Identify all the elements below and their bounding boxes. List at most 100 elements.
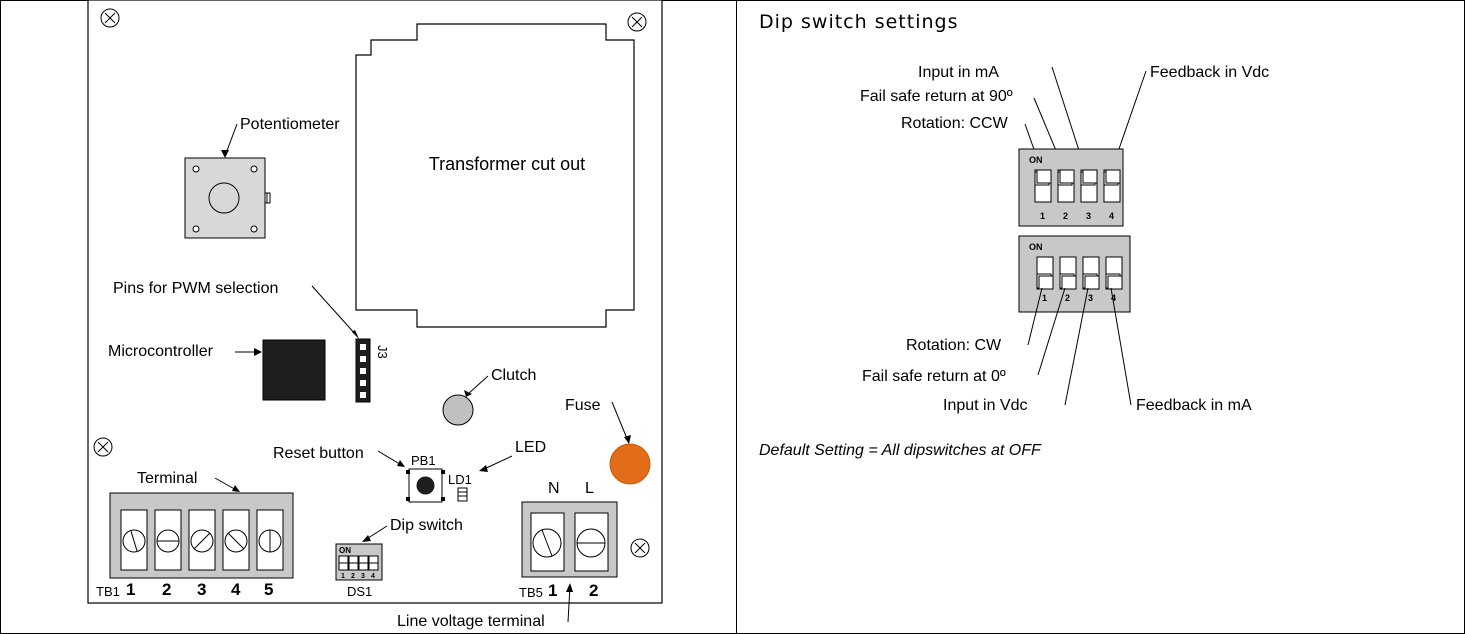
ds1-switch-3: [358, 555, 369, 571]
tb1-number-3: 3: [197, 580, 206, 599]
tb1-screw-5: [256, 509, 284, 571]
ds1-switch-4: [368, 555, 379, 571]
top-on-label: ON: [1029, 155, 1043, 165]
bottom-switch-2: [1059, 256, 1077, 290]
terminal-label: Terminal: [137, 470, 197, 487]
leader-input-vdc: [1064, 287, 1089, 406]
leader-fail-safe-0: [1037, 287, 1066, 376]
line-voltage-label: Line voltage terminal: [397, 613, 545, 630]
ds1-switch-1: [338, 555, 349, 571]
bottom-number-2: 2: [1065, 293, 1070, 303]
tb5-l-label: L: [585, 480, 594, 497]
ds1-switch-2: [348, 555, 359, 571]
top-number-2: 2: [1063, 211, 1068, 221]
mounting-screw-top-right: [627, 12, 647, 32]
pwm-jumper-pins: [355, 338, 371, 403]
tb1-label: TB1: [96, 584, 120, 599]
top-number-4: 4: [1109, 211, 1114, 221]
leader-rotation-cw: [1027, 287, 1043, 346]
terminal-block-tb5: [521, 501, 618, 578]
label-input-ma: Input in mA: [918, 64, 999, 81]
bottom-switch-4: [1105, 256, 1123, 290]
clutch-arrowhead: [464, 390, 472, 397]
clutch-pointer: [467, 375, 489, 395]
ds1-number-3: 3: [361, 573, 365, 580]
top-switch-4: [1103, 169, 1121, 203]
microcontroller-label: Microcontroller: [108, 343, 214, 360]
label-input-vdc: Input in Vdc: [943, 397, 1028, 414]
dip-switch-ds1: ON 1 2 3 4: [335, 543, 383, 581]
ds1-label: DS1: [347, 584, 372, 599]
label-fail-safe-90: Fail safe return at 90º: [860, 88, 1013, 105]
circuit-board: Transformer cut out Potentiometer Pins f…: [87, 0, 663, 630]
mounting-screw-top-left: [100, 8, 120, 28]
pb1-label: PB1: [411, 453, 436, 468]
led-component: [457, 487, 468, 502]
label-rotation-cw: Rotation: CW: [906, 337, 1002, 354]
tb1-screw-4: [222, 509, 250, 571]
label-feedback-vdc: Feedback in Vdc: [1150, 64, 1269, 81]
microcontroller-arrowhead: [254, 348, 262, 356]
clutch-component: [442, 394, 474, 426]
bottom-number-3: 3: [1088, 293, 1093, 303]
ds1-number-4: 4: [371, 573, 375, 580]
pwm-pins-label: Pins for PWM selection: [113, 280, 278, 297]
potentiometer-label: Potentiometer: [240, 116, 340, 133]
top-number-1: 1: [1040, 211, 1045, 221]
dip-switch-off-diagram: ON 1 2 3 4: [1018, 235, 1131, 313]
potentiometer-arrowhead: [221, 150, 229, 158]
j3-label: J3: [375, 345, 390, 359]
ds1-on-label: ON: [339, 546, 351, 555]
tb1-number-1: 1: [126, 580, 135, 599]
top-switch-3: [1080, 169, 1098, 203]
label-feedback-ma: Feedback in mA: [1136, 397, 1252, 414]
tb5-screw-2: [574, 512, 609, 572]
top-switch-1: [1034, 169, 1052, 203]
tb5-label: TB5: [519, 585, 543, 600]
settings-title: Dip switch settings: [759, 11, 958, 33]
pwm-pins-arrowhead: [352, 330, 359, 339]
microcontroller-chip: [262, 339, 326, 401]
pwm-pins-pointer: [311, 285, 358, 337]
dip-switch-label: Dip switch: [390, 517, 463, 534]
tb1-number-2: 2: [162, 580, 171, 599]
bottom-number-4: 4: [1111, 293, 1116, 303]
tb5-number-2: 2: [589, 581, 598, 600]
fuse-component: [609, 443, 651, 485]
line-voltage-arrowhead: [566, 583, 573, 592]
bottom-number-1: 1: [1042, 293, 1047, 303]
top-switch-2: [1057, 169, 1075, 203]
label-fail-safe-0: Fail safe return at 0º: [862, 368, 1006, 385]
bottom-switch-1: [1036, 256, 1054, 290]
dip-switch-arrowhead: [362, 535, 371, 542]
default-setting-note: Default Setting = All dipswitches at OFF: [759, 442, 1042, 459]
clutch-label: Clutch: [491, 367, 536, 384]
tb1-screw-3: [188, 509, 216, 571]
ds1-number-2: 2: [351, 573, 355, 580]
dip-switch-settings-panel: Dip switch settings Input in mA Feedback…: [759, 11, 1269, 459]
fuse-arrowhead: [624, 435, 631, 444]
tb1-screw-2: [154, 509, 182, 571]
ld1-label: LD1: [448, 472, 472, 487]
led-label: LED: [515, 439, 546, 456]
terminal-block-tb1: [109, 492, 294, 579]
ds1-number-1: 1: [341, 573, 345, 580]
reset-pushbutton: [406, 468, 445, 503]
label-rotation-ccw: Rotation: CCW: [901, 115, 1009, 132]
fuse-pointer: [611, 401, 629, 442]
reset-button-arrowhead: [397, 460, 405, 467]
led-arrowhead: [479, 465, 488, 472]
bottom-switch-3: [1082, 256, 1100, 290]
potentiometer: [184, 157, 271, 239]
tb5-screw-1: [530, 512, 565, 572]
transformer-label: Transformer cut out: [429, 154, 585, 174]
top-number-3: 3: [1086, 211, 1091, 221]
dip-switch-on-diagram: ON 1 2 3 4: [1018, 148, 1124, 227]
terminal-arrowhead: [232, 485, 240, 492]
bottom-on-label: ON: [1029, 242, 1043, 252]
tb1-screw-1: [120, 509, 148, 571]
leader-feedback-ma: [1110, 287, 1132, 406]
tb5-number-1: 1: [548, 581, 557, 600]
led-pointer: [481, 455, 513, 471]
